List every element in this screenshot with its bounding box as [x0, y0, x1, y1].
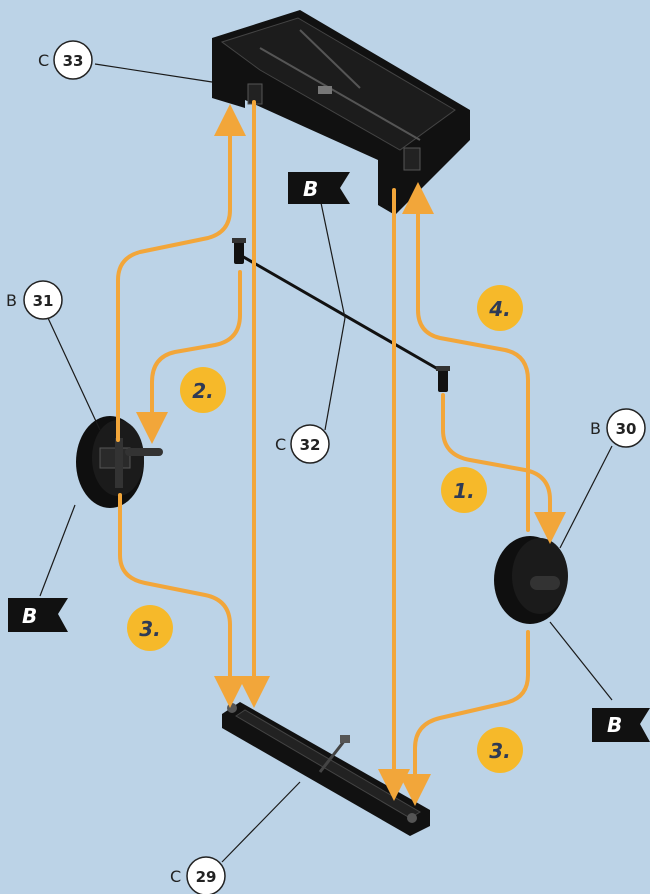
- flag-b-right-text: B: [607, 713, 622, 737]
- callout-c33-number: 33: [63, 52, 84, 70]
- callout-c29: C 29: [170, 856, 226, 894]
- step-3-left-text: 3.: [139, 617, 161, 641]
- step-badge-3-left: 3.: [127, 605, 173, 651]
- callout-c33-prefix: C: [38, 51, 49, 70]
- flag-b-top-text: B: [303, 177, 318, 201]
- assembly-arrows: [116, 100, 566, 806]
- part-wheel-b31: [76, 416, 163, 508]
- callout-b31-number: 31: [33, 292, 54, 310]
- callout-c29-number: 29: [196, 868, 217, 886]
- callout-c32-prefix: C: [275, 435, 286, 454]
- part-frame-c33: [212, 10, 470, 215]
- flag-b-top: B: [288, 172, 350, 204]
- step-badge-2: 2.: [180, 367, 226, 413]
- callout-b30-prefix: B: [590, 419, 601, 438]
- callout-b30: B 30: [590, 408, 646, 448]
- flag-b-left-text: B: [22, 604, 37, 628]
- callout-b31: B 31: [6, 280, 63, 320]
- part-wheel-b30: [494, 536, 568, 624]
- leader-lines: [39, 63, 613, 863]
- callout-c32-number: 32: [300, 436, 321, 454]
- callout-c33: C 33: [38, 40, 93, 80]
- callout-c32: C 32: [275, 424, 330, 464]
- step-1-text: 1.: [453, 479, 475, 503]
- step-4-text: 4.: [488, 297, 511, 321]
- step-badge-1: 1.: [441, 467, 487, 513]
- step-3-right-text: 3.: [489, 739, 511, 763]
- flag-b-right: B: [592, 708, 650, 742]
- step-badge-4: 4.: [477, 285, 523, 331]
- callout-c29-prefix: C: [170, 867, 181, 886]
- callout-b31-prefix: B: [6, 291, 17, 310]
- flag-b-left: B: [8, 598, 68, 632]
- callout-b30-number: 30: [616, 420, 637, 438]
- step-badge-3-right: 3.: [477, 727, 523, 773]
- step-2-text: 2.: [192, 379, 214, 403]
- part-rod-c32: [232, 238, 450, 392]
- part-base-c29: [222, 702, 430, 836]
